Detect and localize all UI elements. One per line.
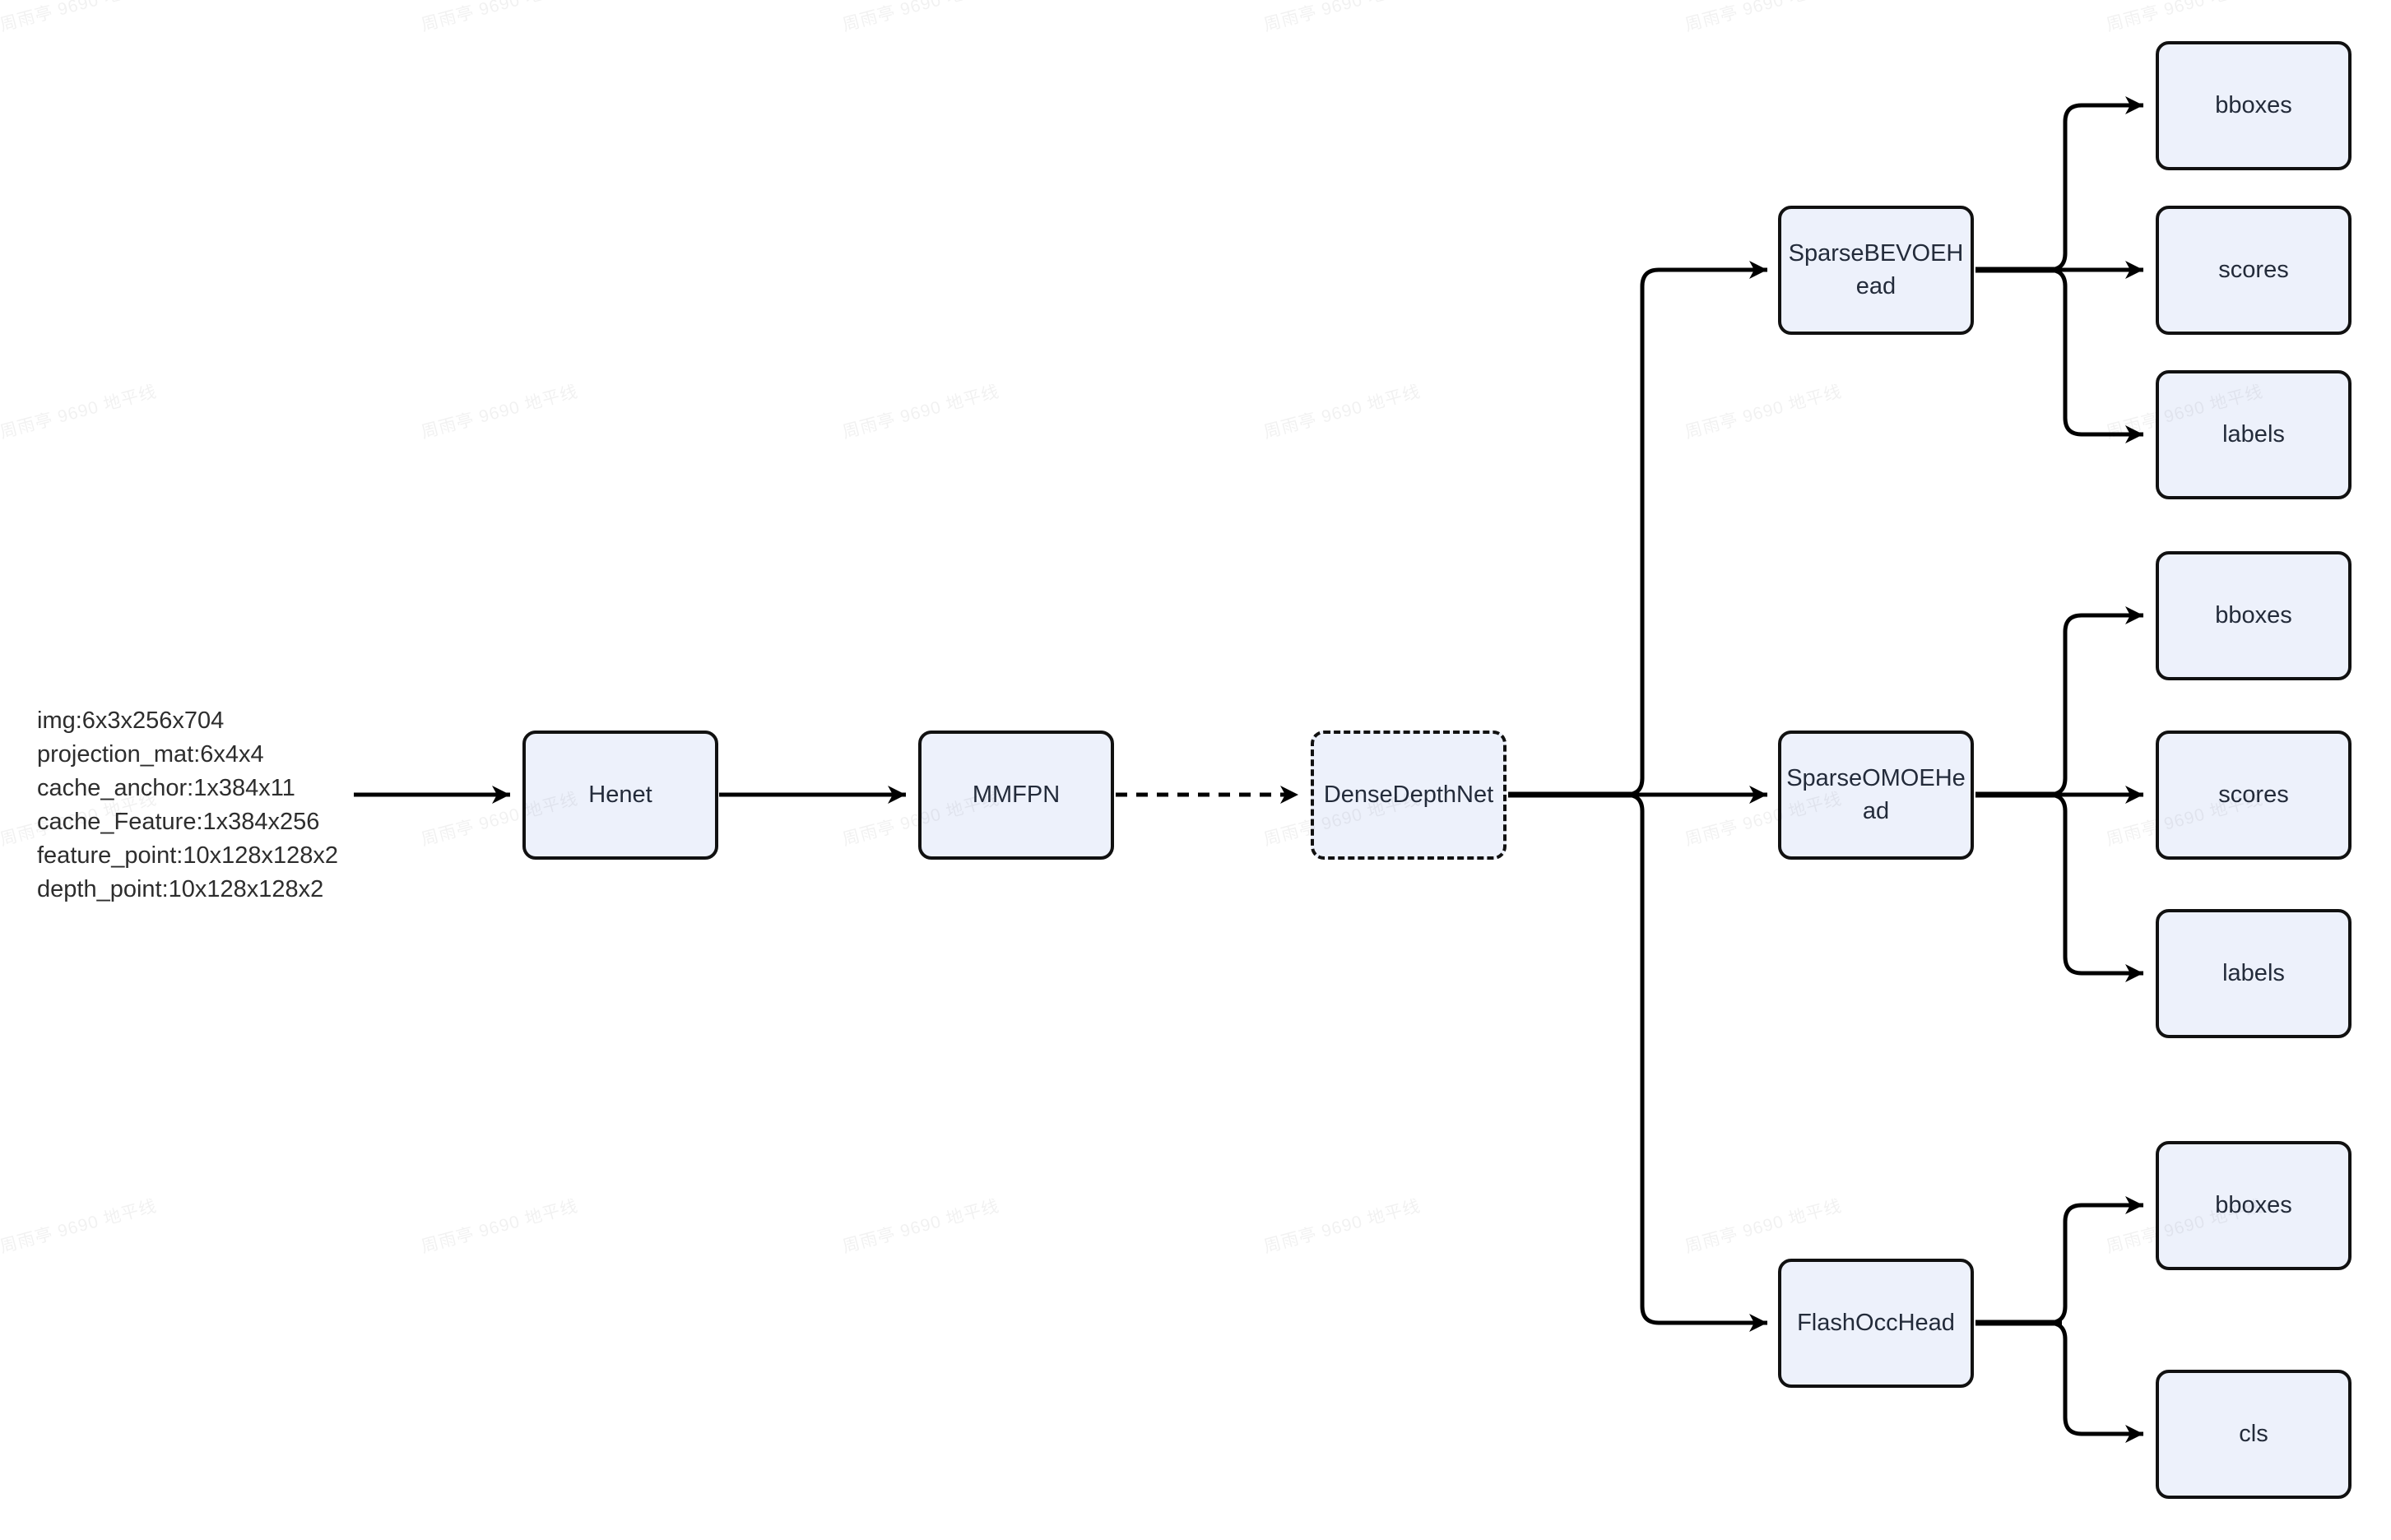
node-bevoe-labels: labels	[2156, 370, 2352, 499]
node-sparseomoehead: SparseOMOEHead	[1778, 731, 1974, 860]
node-henet: Henet	[522, 731, 718, 860]
node-bevoe-scores: scores	[2156, 206, 2352, 335]
input-tensor-line: cache_Feature:1x384x256	[37, 809, 320, 835]
edge-sparseomoehead-to-bboxes	[1975, 606, 2143, 797]
node-sparsebevoehead: SparseBEVOEHead	[1778, 206, 1974, 335]
edge-flashocchead-to-cls	[1975, 1320, 2143, 1443]
node-flashocchead: FlashOccHead	[1778, 1259, 1974, 1388]
edge-sparsebevoehead-to-labels	[1975, 267, 2143, 443]
node-omoe-labels: labels	[2156, 909, 2352, 1038]
node-flashocc-bboxes: bboxes	[2156, 1141, 2352, 1270]
node-densedepthnet: DenseDepthNet	[1311, 731, 1507, 860]
node-mmfpn: MMFPN	[918, 731, 1114, 860]
node-flashocc-cls: cls	[2156, 1370, 2352, 1499]
input-tensor-line: img:6x3x256x704	[37, 707, 225, 734]
input-tensor-line: feature_point:10x128x128x2	[37, 842, 339, 869]
node-bevoe-bboxes: bboxes	[2156, 41, 2352, 170]
edge-densedepthnet-to-sparsebevoehead	[1508, 261, 1767, 797]
edge-densedepthnet-to-flashocchead	[1508, 792, 1767, 1332]
edge-flashocchead-to-bboxes	[1975, 1196, 2143, 1325]
edge-sparseomoehead-to-labels	[1975, 792, 2143, 982]
node-omoe-scores: scores	[2156, 731, 2352, 860]
edge-sparsebevoehead-to-bboxes	[1975, 96, 2143, 272]
input-tensor-list: img:6x3x256x704 projection_mat:6x4x4 cac…	[37, 704, 338, 907]
input-tensor-line: depth_point:10x128x128x2	[37, 876, 324, 902]
input-tensor-line: projection_mat:6x4x4	[37, 741, 264, 768]
node-omoe-bboxes: bboxes	[2156, 551, 2352, 680]
input-tensor-line: cache_anchor:1x384x11	[37, 775, 295, 801]
